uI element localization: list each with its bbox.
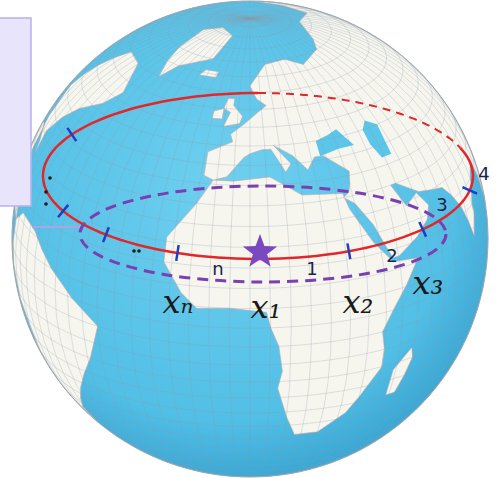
callout-panel bbox=[0, 18, 31, 206]
ellipsis-dot bbox=[48, 176, 52, 180]
segment-number: 3 bbox=[436, 196, 447, 214]
ellipsis-dot bbox=[132, 249, 136, 253]
latitude-line bbox=[43, 93, 473, 259]
segment-number: 1 bbox=[306, 260, 317, 278]
graticule bbox=[12, 1, 488, 477]
current-position-star bbox=[243, 234, 277, 267]
segment-tick bbox=[419, 222, 426, 237]
ellipsis-dot bbox=[44, 190, 48, 194]
land-mass bbox=[212, 108, 224, 119]
segment-number: n bbox=[212, 260, 223, 278]
variable-label: xₙ bbox=[162, 286, 193, 318]
segment-tick bbox=[103, 227, 109, 242]
globe-outline bbox=[12, 1, 488, 477]
inland-sea bbox=[363, 121, 392, 158]
ellipsis-dot bbox=[44, 202, 48, 206]
leader-line bbox=[32, 226, 80, 228]
latitude-line-hidden bbox=[258, 93, 460, 148]
segment-number: 4 bbox=[478, 165, 489, 183]
segment-tick bbox=[67, 128, 76, 141]
ellipsis-dot bbox=[137, 249, 141, 253]
window-ellipse bbox=[80, 186, 446, 282]
segment-tick bbox=[462, 187, 477, 194]
segment-number: 2 bbox=[386, 247, 397, 265]
segment-tick bbox=[176, 245, 178, 261]
land-mass bbox=[223, 98, 242, 126]
variable-label: x₃ bbox=[413, 267, 444, 299]
segment-tick bbox=[347, 243, 350, 259]
variable-label: x₁ bbox=[251, 291, 282, 323]
segment-tick bbox=[58, 205, 68, 217]
inland-sea bbox=[316, 129, 354, 156]
ocean bbox=[12, 1, 488, 477]
variable-label: x₂ bbox=[343, 286, 374, 318]
